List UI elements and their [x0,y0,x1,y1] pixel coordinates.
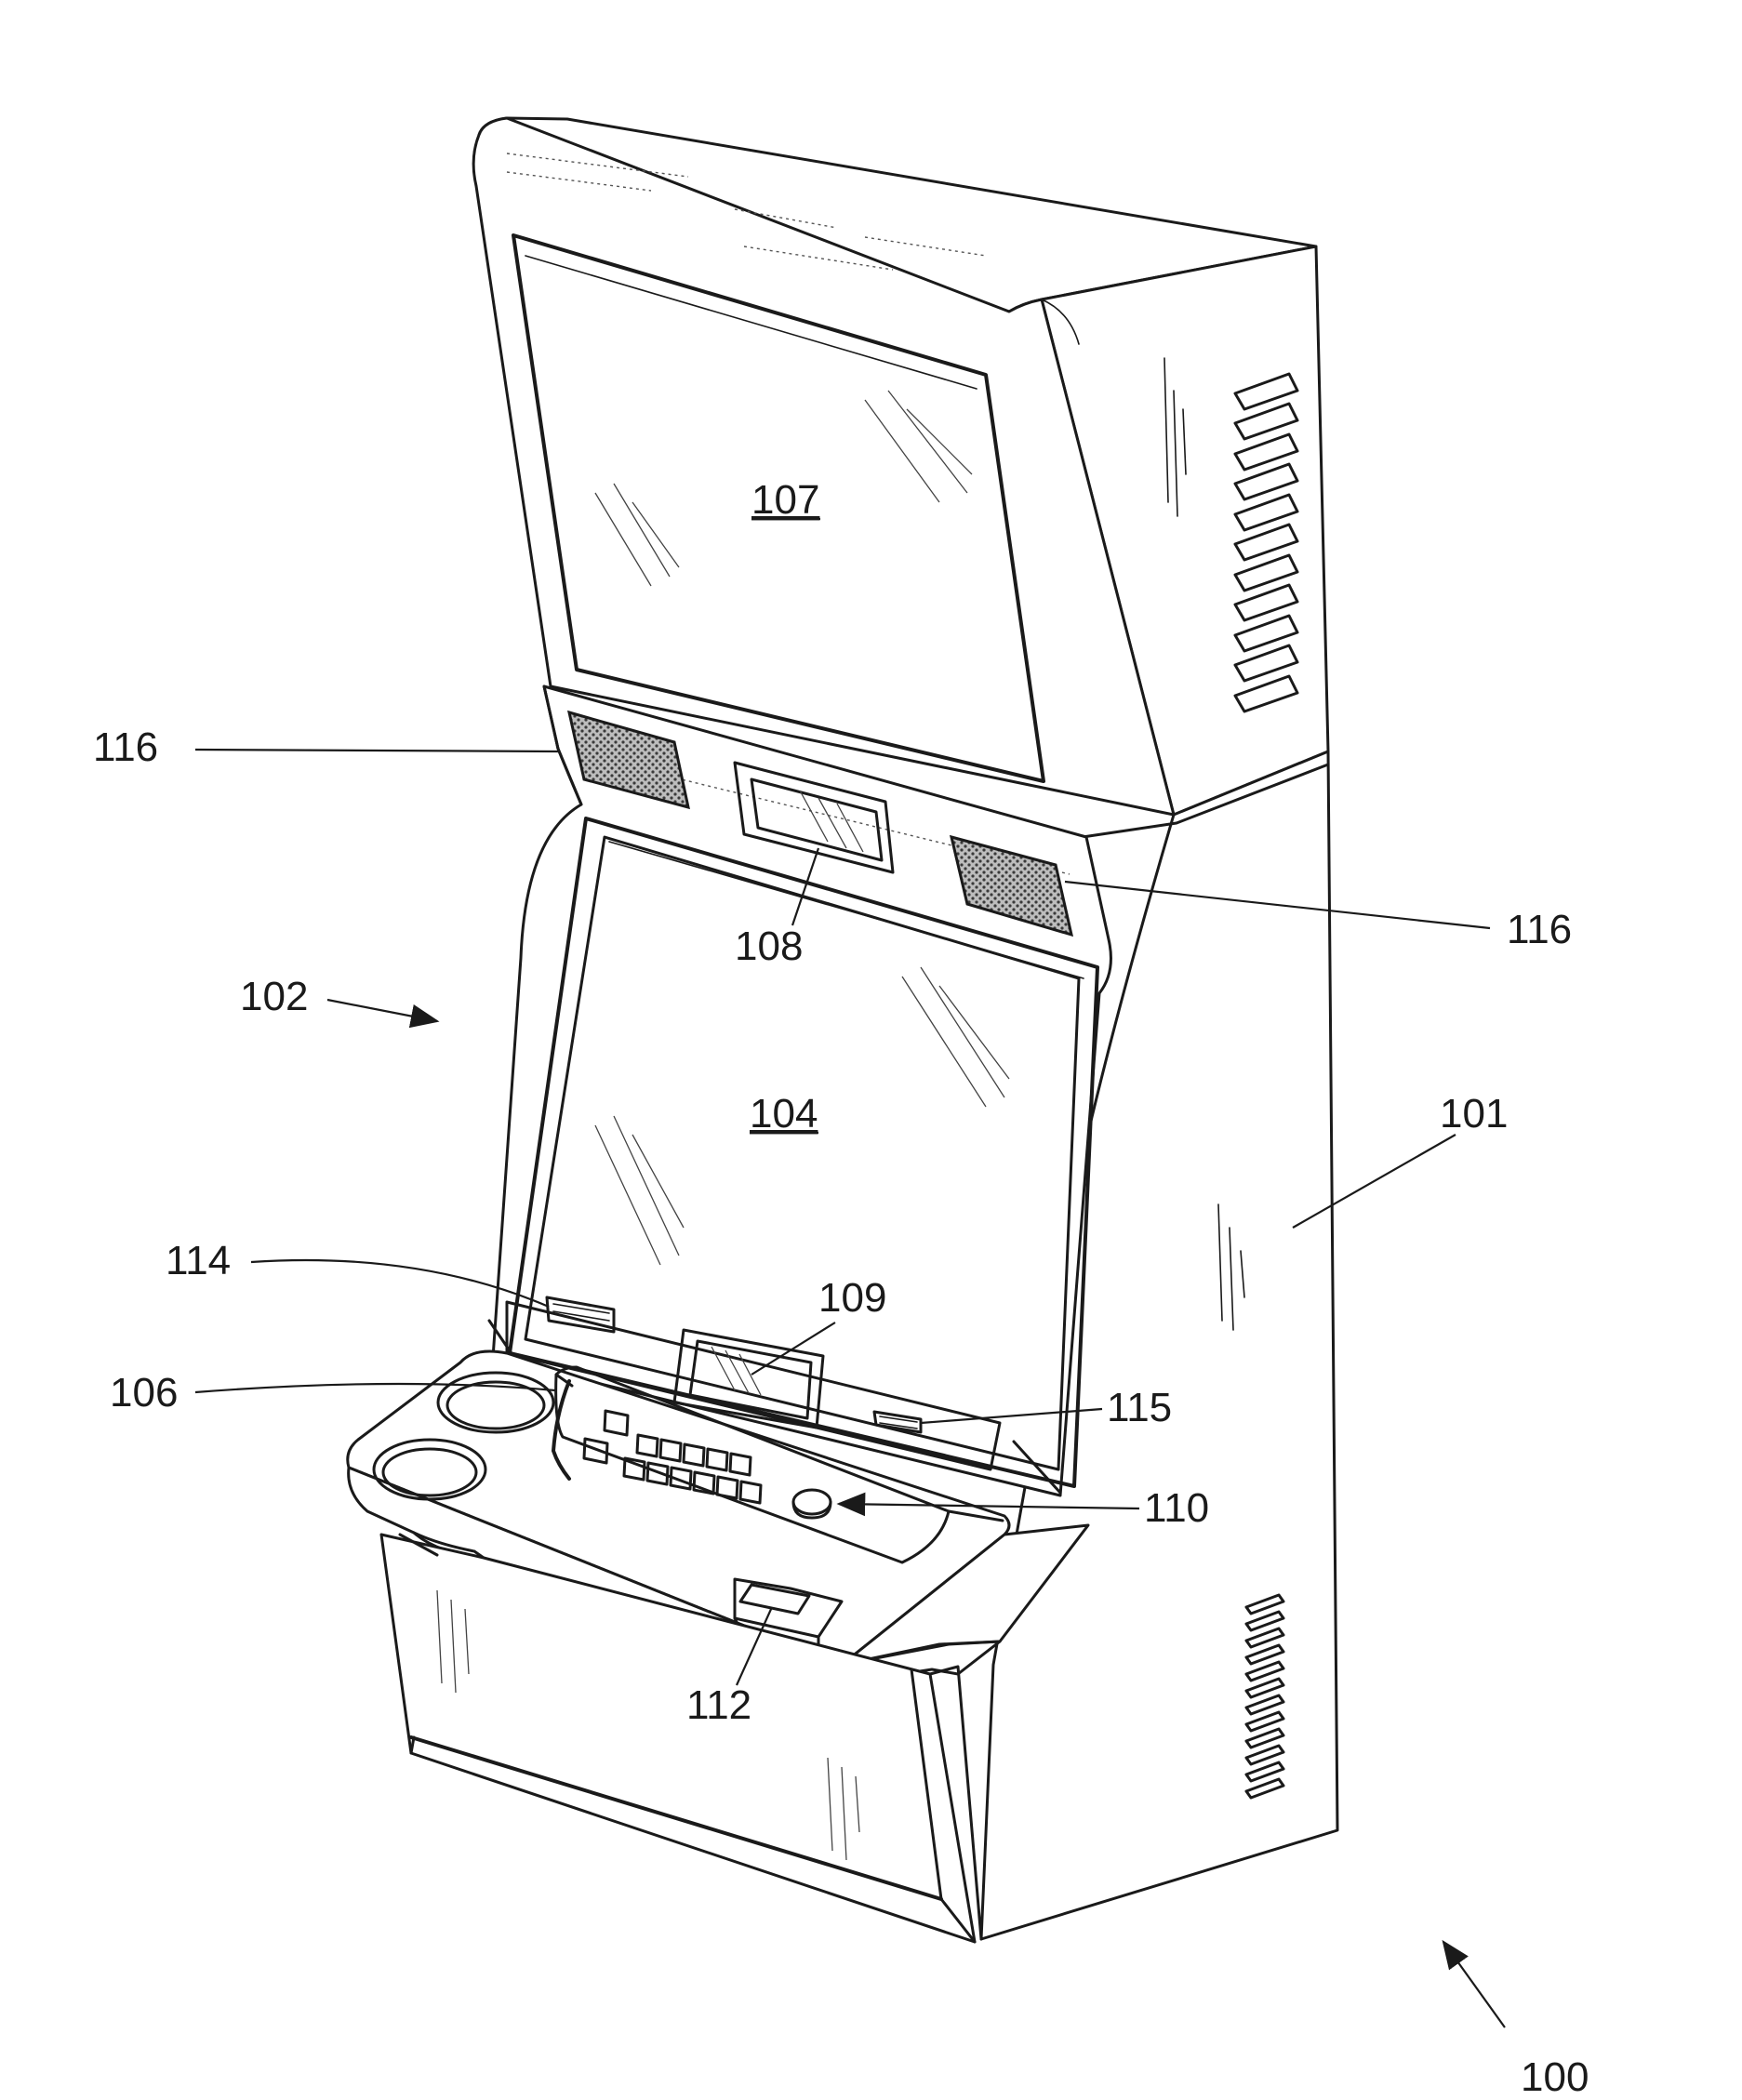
label-104: 104 [750,1091,818,1136]
label-101: 101 [1440,1091,1508,1136]
label-114: 114 [166,1238,231,1283]
label-108: 108 [735,924,803,969]
label-102: 102 [240,974,308,1019]
label-112: 112 [686,1682,751,1728]
label-107: 107 [751,477,819,523]
label-116-left: 116 [93,724,158,770]
label-110: 110 [1144,1485,1209,1531]
label-100: 100 [1521,2054,1589,2100]
label-106: 106 [110,1370,178,1416]
label-115: 115 [1107,1385,1172,1430]
label-116-right: 116 [1507,907,1572,952]
label-109: 109 [818,1275,886,1321]
round-button-110 [793,1490,831,1514]
